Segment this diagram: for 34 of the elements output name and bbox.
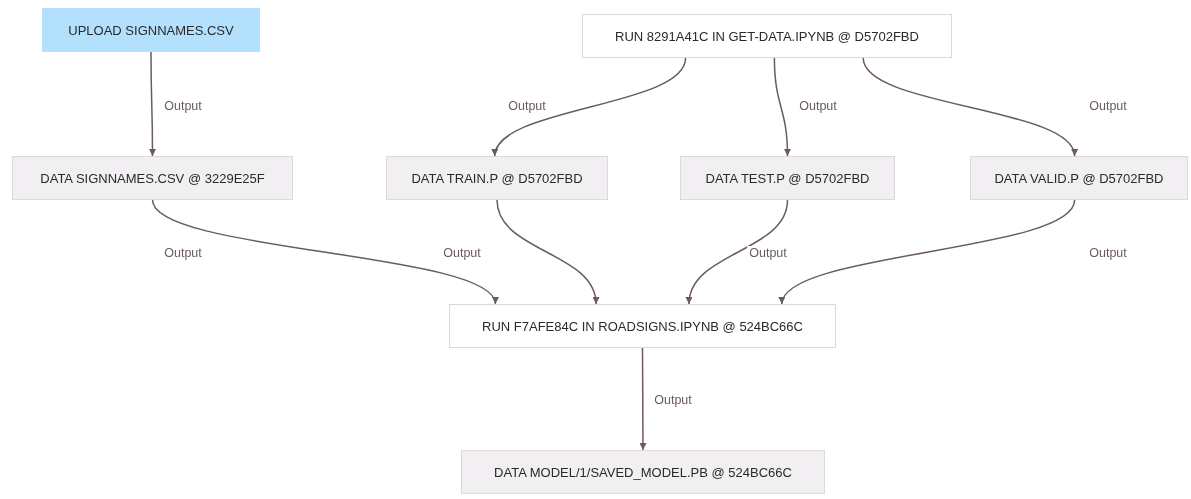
edge-label: Output [506,99,548,113]
data-box [12,156,293,200]
node-label: DATA TRAIN.P @ D5702FBD [411,170,583,186]
edge-label: Output [1087,99,1129,113]
edge-label: Output [162,99,204,113]
arrow [496,199,599,305]
arrow [773,57,791,157]
arrow [149,51,156,157]
edge-label: Output [652,393,694,407]
arrow [686,199,789,305]
data-box [386,156,608,200]
edge-label: Output [1087,246,1129,260]
node-label: DATA VALID.P @ D5702FBD [994,170,1164,186]
upload-box [42,8,260,52]
arrow [151,199,497,305]
node-label: DATA SIGNNAMES.CSV @ 3229E25F [40,170,265,186]
edge-label: Output [797,99,839,113]
node-label: DATA MODEL/1/SAVED_MODEL.PB @ 524BC66C [494,464,792,480]
edge-label: Output [441,246,483,260]
edge-label: Output [162,246,204,260]
arrow [781,199,1076,305]
run-box [582,14,952,58]
data-box [680,156,895,200]
data-box [461,450,825,494]
node-label: UPLOAD SIGNNAMES.CSV [68,22,234,38]
edge-label: Output [747,246,789,260]
node-label: RUN 8291A41C IN GET-DATA.IPYNB @ D5702FBD [615,28,919,44]
arrow [862,57,1076,157]
node-label: DATA TEST.P @ D5702FBD [705,170,870,186]
arrow [639,347,647,451]
node-label: RUN F7AFE84C IN ROADSIGNS.IPYNB @ 524BC66C [482,318,803,334]
arrow [493,57,687,157]
data-box [970,156,1188,200]
run-box [449,304,836,348]
